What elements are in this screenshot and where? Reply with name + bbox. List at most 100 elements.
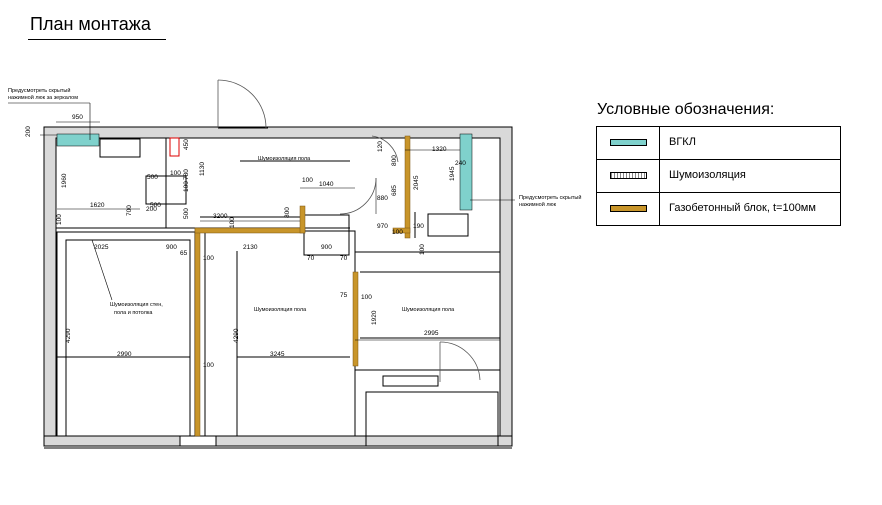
dim-label: 1960 <box>61 173 68 188</box>
bath-room <box>55 137 167 229</box>
dim-label: 500 <box>183 208 190 219</box>
dim-label: 240 <box>455 160 466 167</box>
room-label-bedroom-2: Шумоизоляция пола <box>254 307 307 313</box>
leader-lines <box>8 102 515 301</box>
legend-label-gas-block: Газобетонный блок, t=100мм <box>669 202 816 214</box>
dim-label: 100 <box>361 294 372 301</box>
note-hidden-hatch-2: нажимной люк <box>519 201 557 208</box>
dimension-lines <box>56 121 500 358</box>
dim-label: 100 <box>203 362 214 369</box>
legend-row-gas-block: Газобетонный блок, t=100мм <box>597 193 840 226</box>
dim-label: 4290 <box>233 328 240 343</box>
dim-label: 70 <box>340 255 348 262</box>
legend-row-noise: Шумоизоляция <box>597 160 840 193</box>
legend-table: ВГКЛ Шумоизоляция Газобетонный блок, t=1… <box>596 126 841 226</box>
gas-block <box>352 271 359 367</box>
noise-insulation-swatch <box>610 172 647 179</box>
bottom-wall-right <box>215 435 367 447</box>
bath-tub <box>99 138 141 158</box>
gas-block <box>404 135 411 239</box>
dim-label: 3245 <box>270 351 285 358</box>
gas-block <box>392 227 411 234</box>
dim-label: 1945 <box>449 166 456 181</box>
dim-label: 2045 <box>413 175 420 190</box>
bedroom-1 <box>56 231 196 437</box>
note-hidden-hatch-1: Предусмотреть скрытый <box>519 194 581 201</box>
note-mirror-hatch-2: нажимной люк за зеркалом <box>8 94 78 101</box>
bottom-wall-mid <box>179 435 217 447</box>
dim-label: 100 <box>56 214 63 225</box>
room-label-bedroom-1b: пола и потолка <box>114 310 153 316</box>
red-marker <box>169 137 180 157</box>
dim-label: 880 <box>377 195 388 202</box>
balcony <box>365 391 499 447</box>
interior-lines <box>55 127 501 447</box>
dim-label: 900 <box>166 244 177 251</box>
dim-label: 200 <box>146 206 157 213</box>
dim-label: 2990 <box>117 351 132 358</box>
dim-label: 950 <box>72 114 83 121</box>
legend-title: Условные обозначения: <box>597 101 775 118</box>
room-label-bedroom-1: Шумоизоляция стен, <box>110 302 163 308</box>
closet <box>145 175 187 205</box>
legend-divider <box>659 127 660 225</box>
dim-label: 200 <box>25 126 32 137</box>
dim-label: 4290 <box>65 328 72 343</box>
dim-label: 120 <box>377 141 384 152</box>
dim-label: 500 <box>150 202 161 209</box>
vgkl-walls <box>56 133 473 211</box>
page-title: План монтажа <box>30 14 151 34</box>
dim-label: 100 <box>170 170 181 177</box>
title-underline <box>28 39 166 40</box>
legend-row-vgkl: ВГКЛ <box>597 127 840 160</box>
dim-label: 100 <box>392 229 403 236</box>
dim-label: 1620 <box>90 202 105 209</box>
dim-label: 1320 <box>432 146 447 153</box>
room-label-bedroom-3: Шумоизоляция пола <box>402 307 455 313</box>
bath-2 <box>427 213 469 237</box>
dim-label: 800 <box>391 155 398 166</box>
dim-label: 2995 <box>424 330 439 337</box>
bedroom-1-floor <box>65 239 191 437</box>
bottom-wall-far <box>365 435 513 447</box>
note-mirror-hatch-1: Предусмотреть скрытый <box>8 87 70 94</box>
dim-label: 190 <box>413 223 424 230</box>
dimension-labels: 950 200 1960 1620 100 2025 900 65 500 50… <box>25 114 466 369</box>
dim-label: 800 <box>284 207 291 218</box>
gas-block <box>194 227 306 234</box>
dim-label: 900 <box>321 244 332 251</box>
gas-block <box>299 205 306 234</box>
gas-block <box>194 227 201 437</box>
room-label-hall: Шумоизоляция пола <box>258 156 311 162</box>
gas-block-walls <box>194 135 411 437</box>
legend-label-vgkl: ВГКЛ <box>669 136 696 148</box>
dim-label: 100 <box>183 181 190 192</box>
door-swings <box>217 79 481 382</box>
wardrobe <box>303 214 350 256</box>
dim-label: 75 <box>340 292 348 299</box>
vgkl-panel <box>56 133 100 147</box>
dim-label: 65 <box>180 250 188 257</box>
dim-label: 1920 <box>371 310 378 325</box>
bottom-wall-left <box>43 435 181 447</box>
dim-label: 685 <box>391 185 398 196</box>
vgkl-panel <box>459 133 473 211</box>
legend-label-noise: Шумоизоляция <box>669 169 746 181</box>
dim-label: 3200 <box>213 213 228 220</box>
dim-label: 450 <box>183 139 190 150</box>
vgkl-swatch <box>610 139 647 146</box>
balcony-top <box>382 375 439 387</box>
dim-label: 780 <box>183 169 190 180</box>
dim-label: 1040 <box>319 181 334 188</box>
bedroom-2 <box>204 230 356 437</box>
outer-walls <box>43 126 513 447</box>
dim-label: 970 <box>377 223 388 230</box>
dim-label: 2025 <box>94 244 109 251</box>
gas-block-swatch <box>610 205 647 212</box>
dim-label: 2130 <box>243 244 258 251</box>
dim-label: 700 <box>126 205 133 216</box>
outer-wall <box>43 126 513 447</box>
dim-label: 70 <box>307 255 315 262</box>
dim-label: 100 <box>302 177 313 184</box>
